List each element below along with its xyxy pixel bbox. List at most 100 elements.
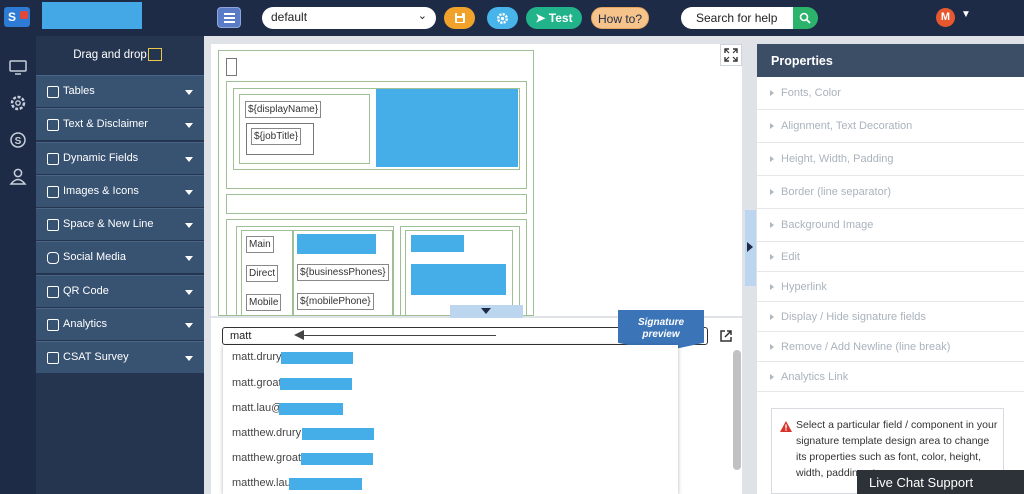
direct-phone-field[interactable]: ${businessPhones} (297, 264, 389, 281)
app-logo[interactable]: S (4, 7, 30, 27)
prop-analytics-link[interactable]: Analytics Link (757, 362, 1024, 392)
caret-down-icon (185, 190, 193, 195)
category-text-disclaimer[interactable]: Text & Disclaimer (36, 108, 204, 140)
template-select-value: default (271, 10, 308, 24)
gear-icon[interactable] (7, 92, 29, 114)
recipient-input[interactable] (222, 327, 708, 345)
main-label[interactable]: Main (246, 236, 274, 253)
live-chat-button[interactable]: Live Chat Support (857, 470, 1024, 494)
prop-hyperlink[interactable]: Hyperlink (757, 272, 1024, 302)
category-analytics[interactable]: Analytics (36, 308, 204, 340)
redacted-domain (281, 352, 353, 364)
spacer-row[interactable] (226, 194, 527, 214)
enter-icon (47, 219, 59, 231)
qr-icon (47, 286, 59, 298)
hamburger-icon (224, 13, 235, 15)
user-icon[interactable] (7, 165, 29, 187)
mobile-label[interactable]: Mobile (246, 294, 282, 311)
category-dynamic-fields[interactable]: Dynamic Fields (36, 142, 204, 174)
toggle-properties-tab[interactable] (745, 210, 756, 286)
expand-icon (724, 48, 738, 62)
suggestion-item[interactable]: matt.lau@ (232, 402, 283, 414)
open-external-button[interactable] (718, 328, 734, 344)
brand-placeholder (42, 2, 142, 29)
test-button[interactable]: ➤ Test (526, 7, 582, 29)
suggestion-item[interactable]: matt.drury (232, 351, 282, 363)
phone-table-inner[interactable] (241, 230, 393, 316)
collapse-canvas-tab[interactable] (450, 305, 523, 319)
caret-right-icon (770, 253, 774, 260)
caret-right-icon (770, 283, 774, 290)
logo-placeholder[interactable] (376, 89, 518, 167)
menu-button[interactable] (217, 7, 241, 28)
search-icon (799, 12, 811, 24)
prop-alignment[interactable]: Alignment, Text Decoration (757, 110, 1024, 143)
header-row[interactable] (233, 88, 520, 170)
caret-right-icon (770, 343, 774, 350)
caret-down-icon (481, 308, 491, 314)
main-phone-placeholder[interactable] (297, 234, 376, 254)
prop-edit[interactable]: Edit (757, 242, 1024, 272)
help-search-input[interactable] (681, 7, 795, 29)
monitor-icon[interactable] (7, 56, 29, 78)
suggestion-item[interactable]: matthew.groat (232, 452, 302, 464)
job-title-cell[interactable] (246, 123, 314, 155)
redacted-domain (301, 453, 373, 465)
display-name-field[interactable]: ${displayName} (245, 101, 322, 118)
properties-title: Properties (757, 44, 1024, 77)
name-cell[interactable] (239, 94, 370, 164)
category-tables[interactable]: Tables (36, 75, 204, 107)
redacted-domain (289, 478, 362, 490)
drag-and-drop-header: Drag and drop (36, 36, 204, 75)
external-link-icon (720, 330, 732, 342)
category-images-icons[interactable]: Images & Icons (36, 175, 204, 207)
header-block[interactable] (226, 81, 527, 189)
avatar[interactable]: M (936, 8, 955, 27)
caret-down-icon (185, 157, 193, 162)
prop-display-hide[interactable]: Display / Hide signature fields (757, 302, 1024, 332)
caret-right-icon (770, 313, 774, 320)
caret-right-icon (770, 90, 774, 96)
prop-border[interactable]: Border (line separator) (757, 176, 1024, 209)
category-csat-survey[interactable]: CSAT Survey (36, 341, 204, 373)
suggestion-item[interactable]: matthew.drury (232, 427, 302, 439)
skype-icon[interactable]: S (7, 129, 29, 151)
svg-text:S: S (15, 136, 22, 147)
image-icon (47, 186, 59, 198)
icon-rail: S (0, 36, 36, 494)
suggestion-item[interactable]: matthew.lau (232, 477, 291, 489)
save-button[interactable] (444, 7, 475, 29)
template-select[interactable]: default ⌄ (262, 7, 436, 29)
chevron-down-icon: ⌄ (417, 10, 427, 22)
settings-button[interactable] (487, 7, 518, 29)
caret-down-icon (185, 290, 193, 295)
redacted-domain (280, 378, 352, 390)
category-qr-code[interactable]: QR Code (36, 275, 204, 307)
prop-newline[interactable]: Remove / Add Newline (line break) (757, 332, 1024, 362)
suggestion-item[interactable]: matt.groat (232, 377, 282, 389)
prop-background-image[interactable]: Background Image (757, 209, 1024, 242)
survey-icon (47, 352, 59, 364)
recipient-suggestions: matt.drury matt.groat matt.lau@ matthew.… (223, 345, 678, 494)
category-social-media[interactable]: Social Media (36, 241, 204, 273)
chevron-down-icon[interactable]: ▼ (961, 9, 971, 20)
social-placeholder-1[interactable] (411, 235, 464, 252)
redacted-domain (302, 428, 374, 440)
prop-fonts-color[interactable]: Fonts, Color (757, 77, 1024, 110)
job-title-field[interactable]: ${jobTitle} (251, 128, 302, 145)
mobile-phone-field[interactable]: ${mobilePhone} (297, 293, 374, 310)
template-handle[interactable] (226, 58, 237, 76)
caret-right-icon (770, 189, 774, 195)
text-icon (47, 119, 59, 131)
caret-down-icon (185, 256, 193, 261)
search-button[interactable] (793, 7, 818, 29)
expand-button[interactable] (720, 44, 742, 66)
how-to-button[interactable]: How to? (591, 7, 649, 29)
prop-dimensions[interactable]: Height, Width, Padding (757, 143, 1024, 176)
arrow-left-icon (294, 330, 304, 340)
caret-right-icon (747, 242, 753, 252)
category-space-new-line[interactable]: Space & New Line (36, 208, 204, 240)
direct-label[interactable]: Direct (246, 265, 279, 282)
social-placeholder-2[interactable] (411, 264, 506, 295)
preview-scrollbar[interactable] (733, 350, 741, 470)
